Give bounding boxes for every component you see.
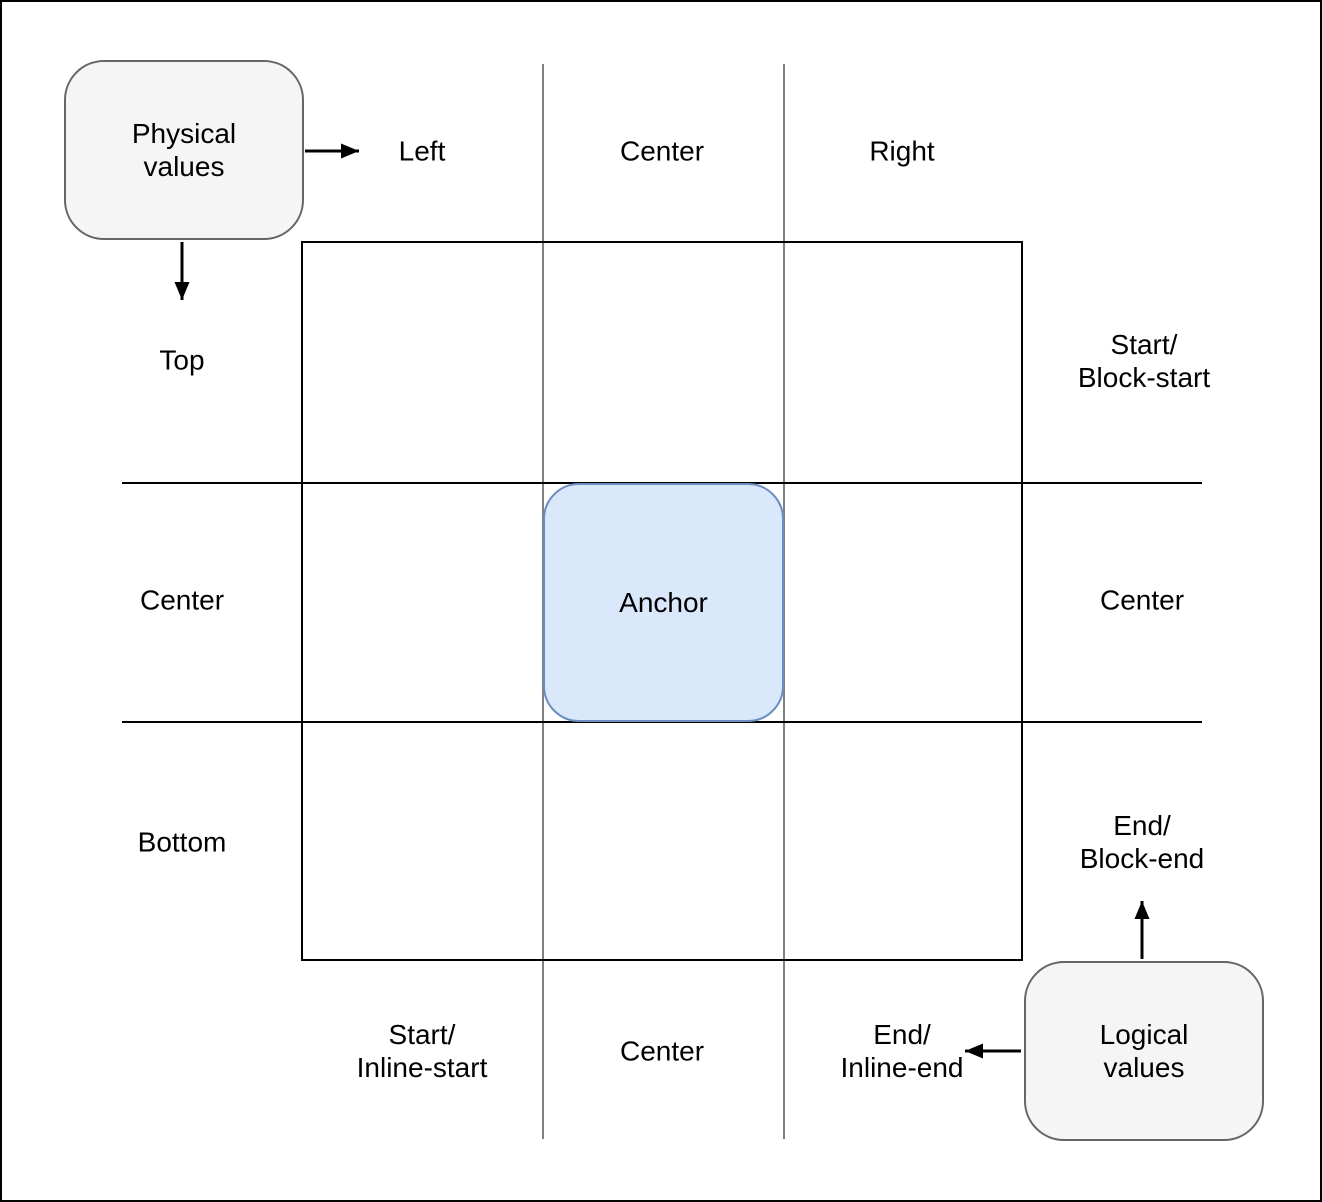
anchor-box: Anchor — [543, 483, 784, 722]
positioning-area-square — [301, 241, 1023, 961]
label-left: Left — [398, 135, 446, 167]
label-center-left: Center — [139, 584, 225, 616]
label-bottom-center: Center — [619, 1035, 705, 1067]
label-start-block-start: Start/ Block-start — [1077, 329, 1211, 393]
label-right: Right — [869, 135, 935, 167]
label-top: Top — [159, 344, 205, 376]
label-start-inline-start: Start/ Inline-start — [356, 1019, 488, 1083]
label-end-block-end: End/ Block-end — [1079, 810, 1205, 874]
label-top-center: Center — [619, 135, 705, 167]
label-center-right: Center — [1099, 584, 1185, 616]
label-bottom: Bottom — [137, 826, 227, 858]
logical-values-box: Logical values — [1024, 961, 1264, 1141]
physical-values-box: Physical values — [64, 60, 304, 240]
label-end-inline-end: End/ Inline-end — [840, 1019, 964, 1083]
